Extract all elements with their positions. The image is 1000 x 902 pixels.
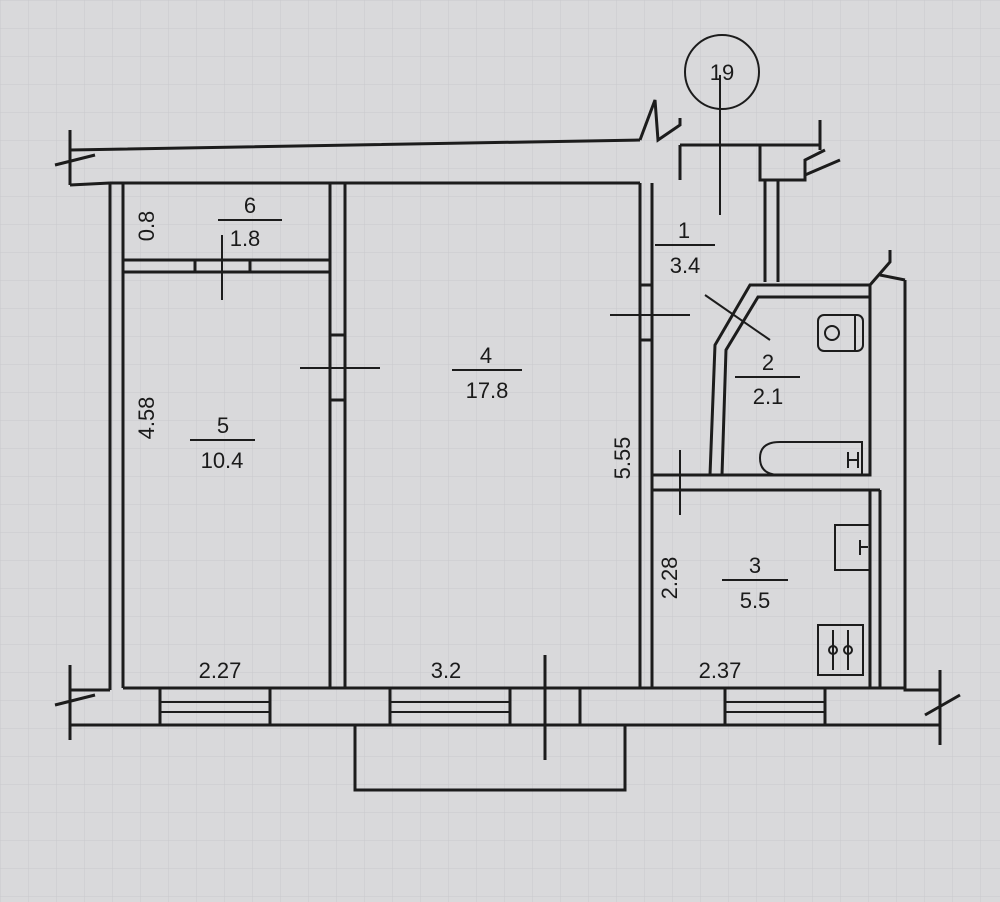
room-number: 1 <box>678 218 690 243</box>
room-number: 6 <box>244 193 256 218</box>
room-4: 4 17.8 <box>452 343 522 403</box>
windows <box>158 655 827 760</box>
toilet-icon <box>817 314 864 352</box>
fixtures <box>758 314 871 676</box>
room-area: 2.1 <box>753 384 784 409</box>
room-2: 2 2.1 <box>735 350 800 409</box>
axis-marker: 19 <box>684 34 760 110</box>
dim-room3-length: 2.28 <box>657 557 682 600</box>
balcony <box>353 725 627 792</box>
door-markers <box>221 75 771 515</box>
interior-walls <box>123 180 882 688</box>
dim-room6-width: 0.8 <box>134 211 159 242</box>
room-number: 4 <box>480 343 492 368</box>
room-area: 3.4 <box>670 253 701 278</box>
dim-room3-width: 2.37 <box>699 658 742 683</box>
room-1: 1 3.4 <box>655 218 715 278</box>
room-5: 5 10.4 <box>190 413 255 473</box>
room-number: 2 <box>762 350 774 375</box>
room-area: 1.8 <box>230 226 261 251</box>
dimensions: 0.8 4.58 5.55 2.28 2.27 3.2 2.37 <box>134 211 741 683</box>
room-area: 5.5 <box>740 588 771 613</box>
room-6: 6 1.8 <box>218 193 282 251</box>
dim-room5-length: 4.58 <box>134 397 159 440</box>
dim-room5-width: 2.27 <box>199 658 242 683</box>
dim-room4-length: 5.55 <box>610 437 635 480</box>
axis-marker-label: 19 <box>710 60 734 85</box>
room-area: 17.8 <box>466 378 509 403</box>
room-number: 5 <box>217 413 229 438</box>
room-number: 3 <box>749 553 761 578</box>
room-area: 10.4 <box>201 448 244 473</box>
bathtub-icon <box>758 441 863 476</box>
dim-room4-width: 3.2 <box>431 658 462 683</box>
stove-icon <box>817 624 864 676</box>
sink-icon <box>834 524 871 571</box>
room-3: 3 5.5 <box>722 553 788 613</box>
